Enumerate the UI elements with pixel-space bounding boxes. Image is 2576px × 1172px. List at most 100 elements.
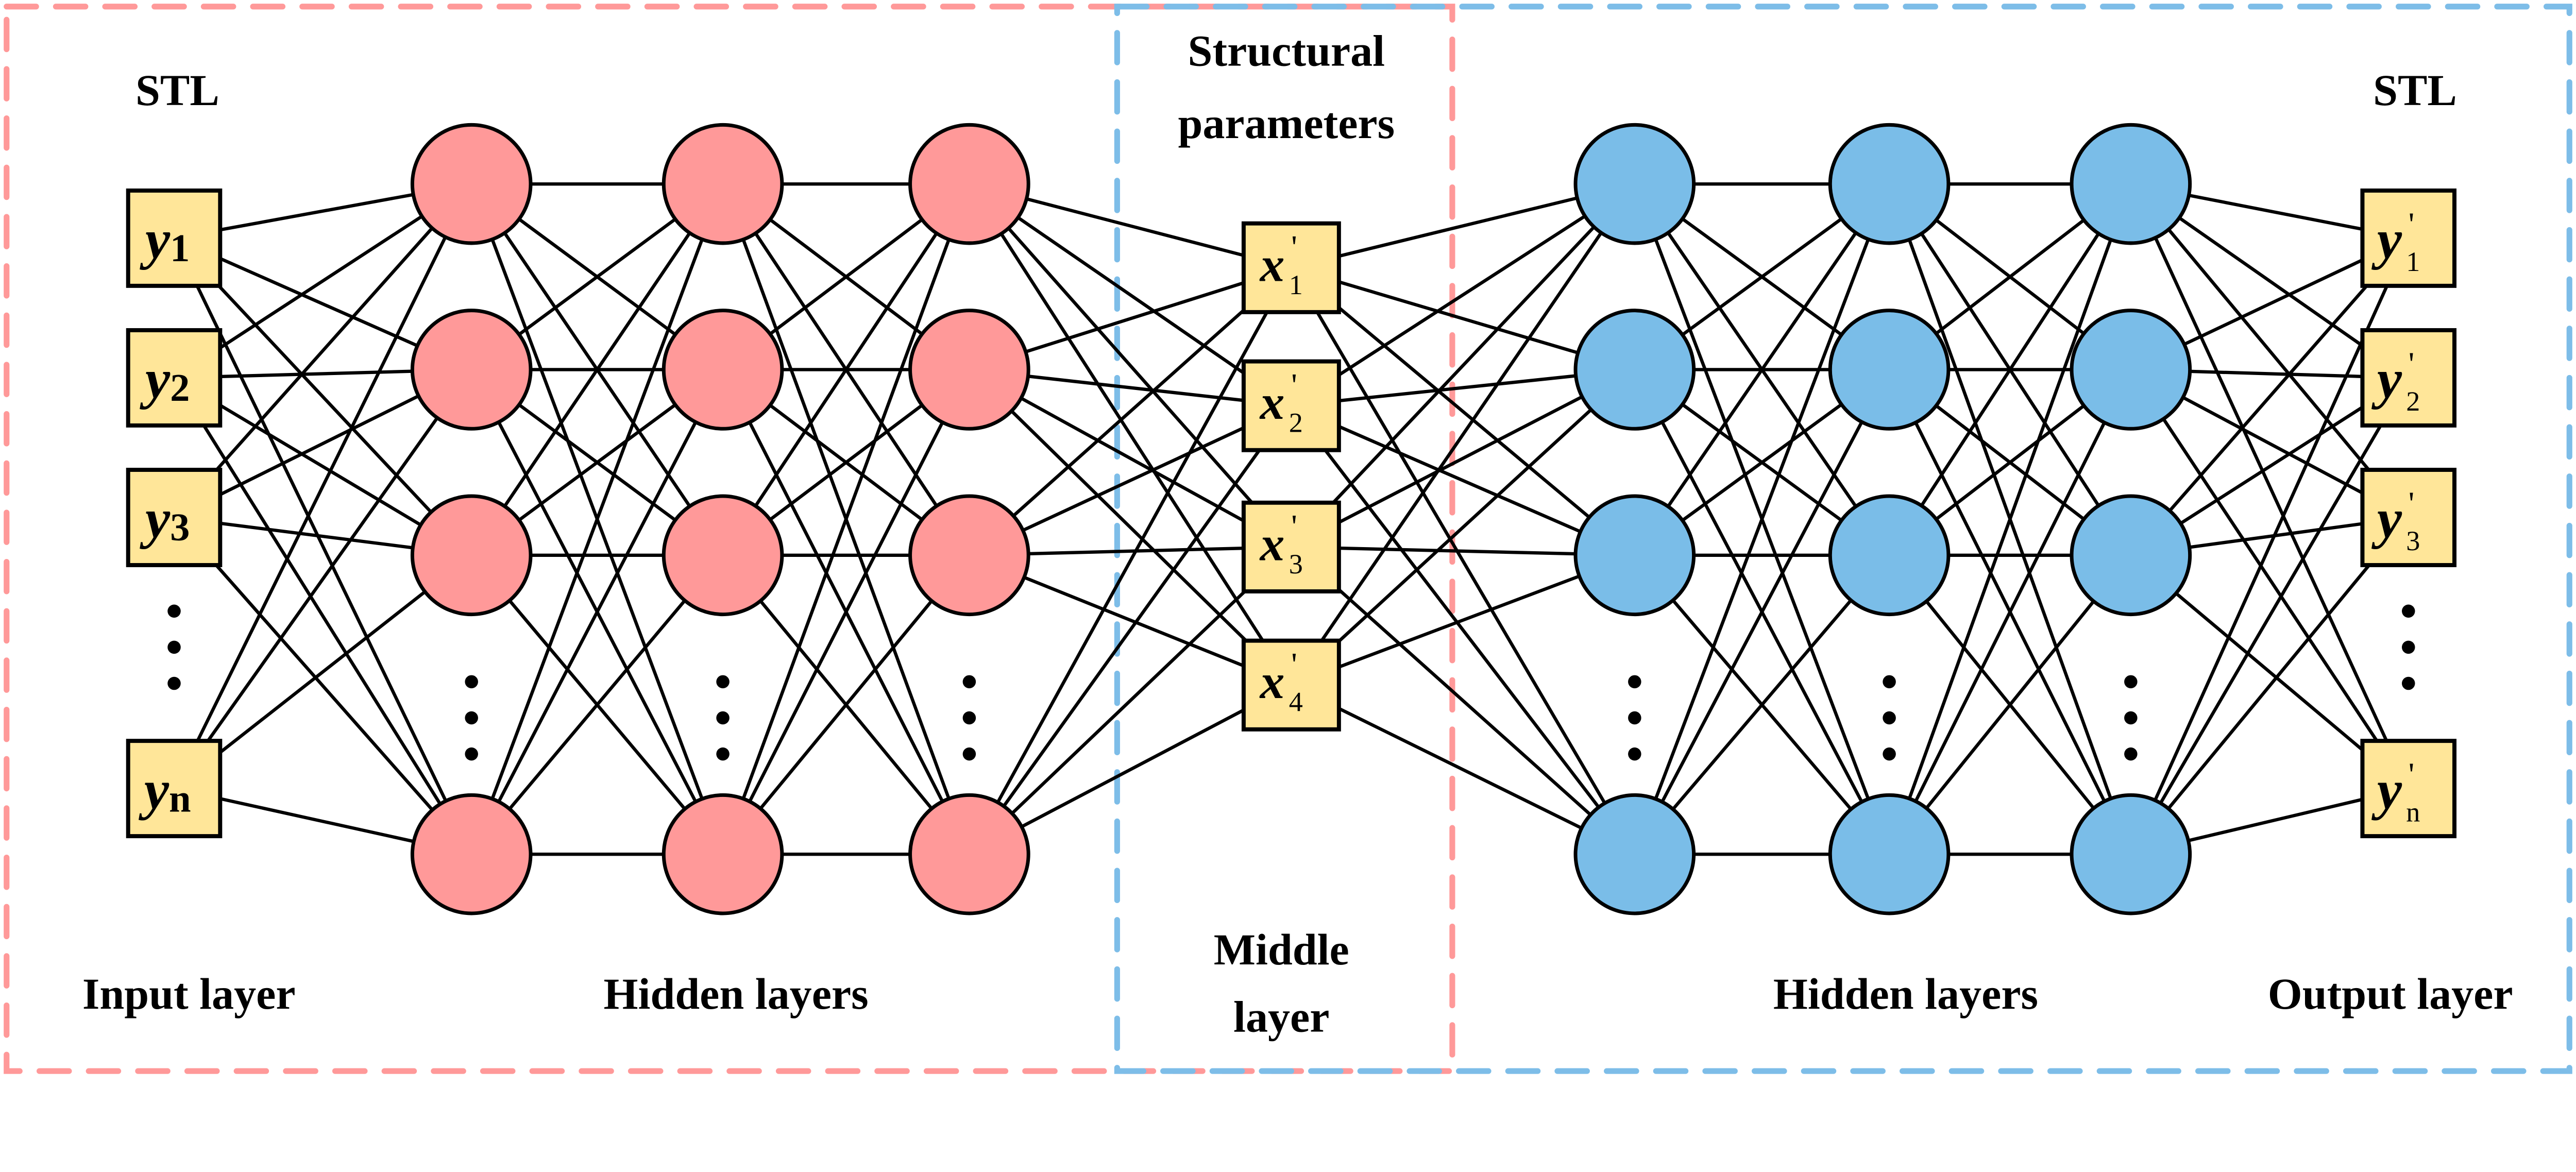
connection-edge <box>1633 183 1891 556</box>
connection-edge <box>1633 368 1891 855</box>
encoder-hidden3-node <box>908 793 1030 915</box>
encoder-hidden1-node <box>410 123 533 245</box>
connection-edge <box>968 266 1293 557</box>
decoder-region-border <box>1114 4 2572 1074</box>
decoder-hidden1-node <box>1573 309 1696 431</box>
connection-edge <box>2129 516 2410 856</box>
connection-edge <box>173 377 473 855</box>
output-node: y'2 <box>2360 328 2457 428</box>
encoder-hidden1-node <box>410 494 533 617</box>
ellipsis-dots <box>962 675 976 689</box>
connection-edge <box>2129 183 2410 789</box>
node-label: x'4 <box>1259 646 1303 718</box>
connection-edge <box>1633 554 1891 856</box>
ellipsis-dots <box>716 675 730 689</box>
ellipsis-dots <box>2124 747 2138 761</box>
connection-edge <box>2129 183 2410 519</box>
node-label: x'1 <box>1259 229 1303 300</box>
input-node: y3 <box>126 468 223 567</box>
connection-edge <box>1291 553 1635 687</box>
connection-edge <box>2129 237 2410 556</box>
middle-layer-label-line1: Middle <box>1214 925 1349 974</box>
encoder-hidden2-node <box>662 123 784 245</box>
connection-edge <box>1888 369 2132 855</box>
encoder-hidden3-node <box>908 309 1030 431</box>
connection-edge <box>470 183 724 556</box>
stl-left-label: STL <box>135 65 219 115</box>
ellipsis-dots <box>167 604 181 618</box>
middle-node: x'1 <box>1241 221 1341 314</box>
connection-edge <box>1290 267 1636 855</box>
encoder-hidden1-node <box>410 793 533 915</box>
middle-layer-label-line2: layer <box>1233 992 1329 1042</box>
connection-edge <box>1290 182 1636 549</box>
encoder-hidden1-node <box>410 309 533 431</box>
ellipsis-dots <box>716 747 730 761</box>
encoder-hidden3-node <box>908 123 1030 245</box>
ellipsis-dots <box>465 747 478 761</box>
connection-edge <box>1290 683 1636 856</box>
stl-right-label: STL <box>2373 65 2457 115</box>
ellipsis-dots <box>1628 711 1641 725</box>
ellipsis-dots <box>167 676 181 690</box>
hidden-layers-right-label: Hidden layers <box>1773 969 2038 1018</box>
connection-edge <box>1290 368 1636 687</box>
ellipsis-dots <box>465 711 478 725</box>
connection-edge <box>2129 377 2410 855</box>
ellipsis-dots <box>1628 675 1641 689</box>
connection-edge <box>968 267 1293 855</box>
connection-edge <box>1290 546 1636 856</box>
decoder-hidden1-node <box>1573 123 1696 245</box>
connection-edge <box>968 404 1293 856</box>
decoder-hidden3-node <box>2070 494 2192 617</box>
connection-edge <box>721 183 971 556</box>
node-label: y'1 <box>2371 206 2420 277</box>
input-node: yn <box>126 739 223 839</box>
decoder-hidden3-node <box>2070 793 2192 915</box>
connection-edge <box>173 183 473 519</box>
connection-edge <box>968 183 1293 686</box>
connection-edge <box>721 183 971 855</box>
connection-edge <box>1291 404 1636 557</box>
connection-edge <box>1888 554 2132 856</box>
node-label: y'3 <box>2371 485 2420 556</box>
node-label: yn <box>139 759 191 821</box>
node-label: x'2 <box>1259 366 1303 438</box>
connection-edge <box>1290 266 1636 557</box>
connection-edge <box>968 546 1293 856</box>
connection-edge <box>173 554 473 790</box>
ellipsis-dots <box>1628 747 1641 761</box>
connection-edge <box>1290 183 1636 686</box>
decoder-hidden2-node <box>1828 494 1951 617</box>
encoder-hidden2-node <box>662 793 784 915</box>
connection-edge <box>721 369 971 855</box>
decoder-hidden2-node <box>1828 793 1951 915</box>
connection-edge <box>470 183 725 855</box>
encoder-hidden2-node <box>662 309 784 431</box>
middle-node: x'2 <box>1241 359 1341 452</box>
structural-parameters-label-line2: parameters <box>1178 98 1395 148</box>
decoder-hidden3-node <box>2070 309 2192 431</box>
structural-parameters-label-line1: Structural <box>1188 26 1385 76</box>
ellipsis-dots <box>1883 675 1896 689</box>
encoder-hidden2-node <box>662 494 784 617</box>
node-label: y'2 <box>2371 345 2420 417</box>
decoder-hidden1-node <box>1573 494 1696 617</box>
connection-edge <box>470 554 724 856</box>
ellipsis-dots <box>962 711 976 725</box>
ellipsis-dots <box>1883 711 1896 725</box>
input-node: y2 <box>126 328 223 428</box>
connection-edge <box>470 369 724 855</box>
decoder-hidden2-node <box>1828 123 1951 245</box>
connection-edge <box>968 368 1292 549</box>
ellipsis-dots <box>962 747 976 761</box>
connection-edge <box>173 183 473 790</box>
encoder-hidden3-node <box>908 494 1030 617</box>
connection-edge <box>1888 183 2132 855</box>
connection-edge <box>1290 368 1636 549</box>
decoder-hidden3-node <box>2070 123 2192 245</box>
connection-edge <box>968 183 1293 548</box>
hidden-layers-left-label: Hidden layers <box>604 969 869 1018</box>
output-node: y'3 <box>2360 468 2457 567</box>
